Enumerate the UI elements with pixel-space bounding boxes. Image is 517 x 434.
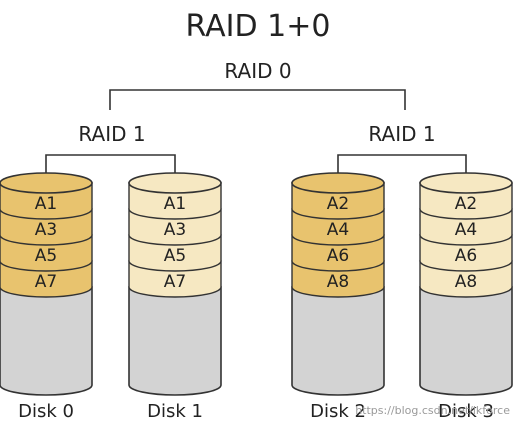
disk-0-label: Disk 0 [18, 401, 74, 422]
disk-block-label: A7 [35, 272, 57, 292]
disk-block-label: A2 [455, 194, 477, 214]
disk-1-label: Disk 1 [147, 401, 203, 422]
disk-2: A8 A6 A4 A2 [291, 172, 385, 396]
disk-block-label: A6 [327, 246, 349, 266]
diagram-title: RAID 1+0 [186, 9, 331, 44]
raid1-right-label: RAID 1 [368, 122, 435, 146]
disk-block-label: A5 [164, 246, 186, 266]
raid1-left-label: RAID 1 [78, 122, 145, 146]
disk-block-label: A3 [164, 220, 186, 240]
raid0-label: RAID 0 [224, 59, 291, 83]
disk-0-empty-space [0, 286, 93, 396]
raid1-right-bracket [337, 154, 467, 175]
disk-2-label: Disk 2 [310, 401, 366, 422]
disk-0-top [0, 172, 93, 194]
disk-1-top [128, 172, 222, 194]
disk-1: A7 A5 A3 A1 [128, 172, 222, 396]
disk-block-label: A4 [455, 220, 477, 240]
disk-block-label: A8 [455, 272, 477, 292]
disk-1-empty-space [128, 286, 222, 396]
disk-3-top [419, 172, 513, 194]
disk-block-label: A7 [164, 272, 186, 292]
raid0-bracket [109, 89, 406, 110]
disk-block-label: A1 [164, 194, 186, 214]
disk-3-label: Disk 3 [438, 401, 494, 422]
disk-block-label: A1 [35, 194, 57, 214]
disk-3: A8 A6 A4 A2 [419, 172, 513, 396]
disk-block-label: A3 [35, 220, 57, 240]
disk-block-label: A4 [327, 220, 349, 240]
disk-2-empty-space [291, 286, 385, 396]
disk-block-label: A2 [327, 194, 349, 214]
disk-0: A7 A5 A3 A1 [0, 172, 93, 396]
connector-lines [45, 89, 467, 175]
disk-block-label: A5 [35, 246, 57, 266]
disk-3-empty-space [419, 286, 513, 396]
raid1-left-bracket [45, 154, 176, 175]
disk-block-label: A8 [327, 272, 349, 292]
disk-block-label: A6 [455, 246, 477, 266]
watermark-text: https://blog.csdn.net/lkforce [355, 404, 510, 417]
disk-2-top [291, 172, 385, 194]
